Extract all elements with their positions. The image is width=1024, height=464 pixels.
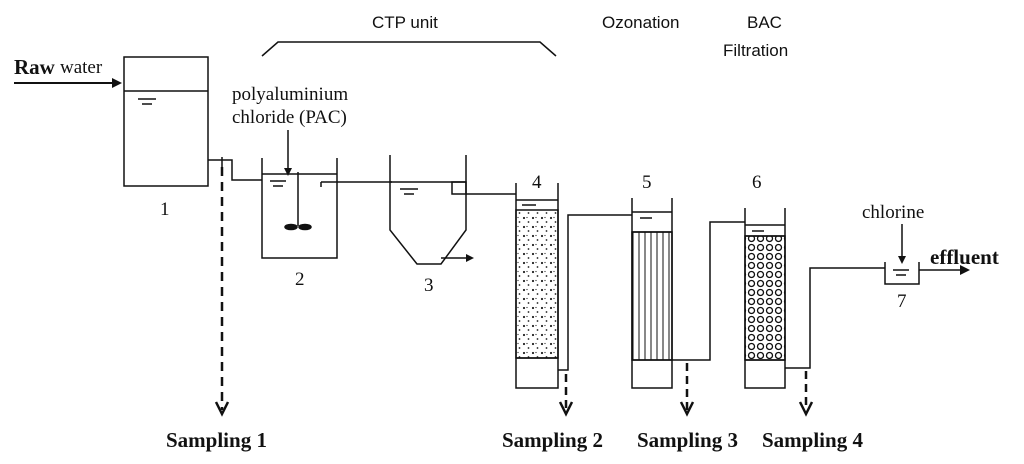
unit-number-1: 1 — [160, 199, 170, 220]
bac-label: BAC — [747, 13, 782, 32]
ozonation-column — [631, 198, 745, 389]
ctp-unit-label: CTP unit — [372, 13, 438, 32]
sampling-1-label: Sampling 1 — [166, 428, 267, 452]
sampling-2-label: Sampling 2 — [502, 428, 603, 452]
sand-filter-column — [515, 183, 632, 389]
chlorine-contact-tank — [884, 224, 970, 285]
water-label: water — [60, 57, 103, 78]
sampling-2-line — [558, 374, 574, 417]
sampling-3-label: Sampling 3 — [637, 428, 738, 452]
raw-water-arrow — [14, 78, 122, 88]
sampling-3-line — [679, 363, 695, 417]
bac-filter-column — [744, 208, 885, 389]
unit-number-6: 6 — [752, 172, 762, 193]
effluent-label: effluent — [930, 245, 999, 269]
sampling-1-line — [214, 167, 230, 417]
unit-number-3: 3 — [424, 275, 434, 296]
raw-label: Raw — [14, 55, 55, 79]
filtration-label: Filtration — [723, 41, 789, 60]
sampling-4-label: Sampling 4 — [762, 428, 863, 452]
unit-number-7: 7 — [897, 291, 907, 312]
ctp-unit-bracket — [261, 41, 557, 57]
pipe-1-2 — [208, 159, 262, 181]
chlorine-label: chlorine — [862, 202, 925, 223]
unit-number-2: 2 — [295, 269, 305, 290]
unit-number-4: 4 — [532, 172, 542, 193]
pac-label-line1: polyaluminium — [232, 84, 349, 105]
ozonation-label: Ozonation — [602, 13, 680, 32]
sampling-4-line — [798, 371, 814, 417]
coagulation-tank — [261, 130, 338, 259]
pac-label-line2: chloride (PAC) — [232, 107, 347, 128]
sedimentation-tank — [389, 155, 474, 265]
raw-water-tank — [123, 56, 209, 187]
unit-number-5: 5 — [642, 172, 652, 193]
